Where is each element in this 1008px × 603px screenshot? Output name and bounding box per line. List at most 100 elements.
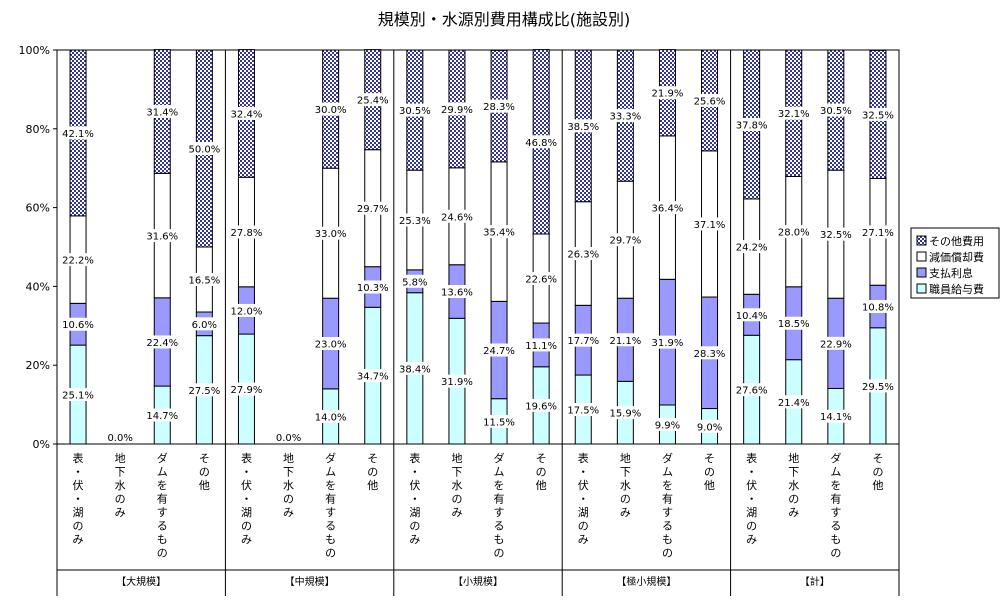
data-label-bg	[819, 103, 852, 117]
category-label-char: そ	[872, 452, 883, 465]
category-label-char: 有	[830, 492, 841, 506]
chart-title: 規模別・水源別費用構成比(施設別)	[378, 10, 631, 29]
category-label-char: ・	[409, 493, 420, 506]
data-label-bg	[525, 398, 558, 412]
category-label-char: ・	[578, 493, 589, 506]
data-label-bg	[146, 104, 179, 118]
data-label: 29.7%	[357, 204, 389, 215]
category-label-char: の	[451, 493, 462, 506]
category-label-char: 湖	[409, 506, 420, 519]
category-label-char: す	[325, 506, 336, 519]
category-label-char: 湖	[241, 506, 252, 519]
category-label-char: を	[662, 479, 673, 492]
data-label: 38.4%	[399, 364, 431, 375]
data-label-bg	[819, 227, 852, 241]
data-label-bg	[609, 233, 642, 247]
category-label-char: ム	[662, 466, 673, 479]
category-label-char: み	[115, 506, 126, 519]
data-label: 37.8%	[736, 120, 768, 131]
category-label-char: 下	[283, 466, 294, 479]
data-label-bg	[230, 303, 263, 317]
category-label-char: 水	[620, 479, 631, 492]
data-label-bg	[483, 414, 516, 428]
legend-swatch	[916, 251, 927, 262]
data-label-bg	[356, 93, 389, 107]
data-label: 32.4%	[231, 109, 263, 120]
category-label-char: ダ	[494, 451, 505, 465]
category-label-char: 表	[578, 451, 589, 465]
data-label: 28.3%	[483, 102, 515, 113]
category-label-char: み	[620, 506, 631, 519]
category-label-char: の	[367, 466, 378, 479]
data-label-bg	[146, 229, 179, 243]
group-label: 【極小規模】	[616, 575, 676, 588]
category-label-char: の	[409, 520, 420, 533]
data-label-bg	[861, 299, 894, 313]
data-label-bg	[735, 308, 768, 322]
legend-label: 支払利息	[929, 266, 973, 280]
category-label-char: 有	[494, 492, 505, 506]
data-label-bg	[483, 99, 516, 113]
data-label: 10.4%	[736, 311, 768, 322]
data-label: 13.6%	[441, 288, 473, 299]
data-label: 23.0%	[315, 340, 347, 351]
data-label: 10.3%	[357, 283, 389, 294]
data-label-bg	[356, 201, 389, 215]
data-label: 37.1%	[694, 220, 726, 231]
category-label-char: を	[157, 479, 168, 492]
data-label-bg	[62, 388, 95, 402]
data-label-bg	[651, 417, 684, 431]
category-label-char: み	[73, 533, 84, 546]
data-label-bg	[861, 379, 894, 393]
data-label: 30.5%	[399, 106, 431, 117]
data-label: 12.0%	[231, 306, 263, 317]
category-label-char: 水	[283, 479, 294, 492]
category-label-char: 湖	[73, 506, 84, 519]
legend-swatch	[916, 235, 927, 246]
data-label: 14.7%	[146, 411, 178, 422]
category-label-char: 他	[704, 479, 715, 492]
data-label-bg	[525, 135, 558, 149]
data-label: 9.0%	[697, 422, 722, 433]
data-label: 25.3%	[399, 216, 431, 227]
data-label-bg	[651, 201, 684, 215]
data-label: 28.3%	[694, 349, 726, 360]
category-label-char: の	[620, 493, 631, 506]
data-label: 6.0%	[192, 320, 217, 331]
category-label-char: ・	[241, 493, 252, 506]
data-label-bg	[483, 343, 516, 357]
data-label: 31.4%	[146, 107, 178, 118]
category-label-char: 表	[409, 451, 420, 465]
category-label-char: 湖	[746, 506, 757, 519]
data-label-bg	[777, 106, 810, 120]
data-label: 21.4%	[778, 398, 810, 409]
data-label-bg	[777, 225, 810, 239]
data-label: 10.8%	[862, 302, 894, 313]
data-label: 32.1%	[778, 109, 810, 120]
data-label-bg	[398, 103, 431, 117]
data-label: 29.9%	[441, 105, 473, 116]
category-label-char: み	[451, 506, 462, 519]
category-label-char: そ	[536, 452, 547, 465]
data-label: 0.0%	[276, 433, 301, 444]
data-label: 25.1%	[62, 391, 94, 402]
data-label-bg	[440, 209, 473, 223]
data-label-bg	[567, 247, 600, 261]
category-label-char: ダ	[662, 451, 673, 465]
data-label-bg	[230, 225, 263, 239]
category-label-char: 地	[788, 452, 799, 465]
data-label-bg	[525, 272, 558, 286]
category-label-char: 湖	[578, 506, 589, 519]
data-label-bg	[62, 126, 95, 140]
data-label-bg	[777, 395, 810, 409]
category-label-char: 地	[451, 452, 462, 465]
data-label-bg	[693, 217, 726, 231]
group-label: 【中規模】	[285, 575, 335, 588]
data-label-bg	[188, 273, 221, 287]
data-label: 27.9%	[231, 385, 263, 396]
category-label-char: ム	[830, 466, 841, 479]
data-label-bg	[735, 240, 768, 254]
data-label-bg	[314, 226, 347, 240]
category-label-char: す	[157, 506, 168, 519]
